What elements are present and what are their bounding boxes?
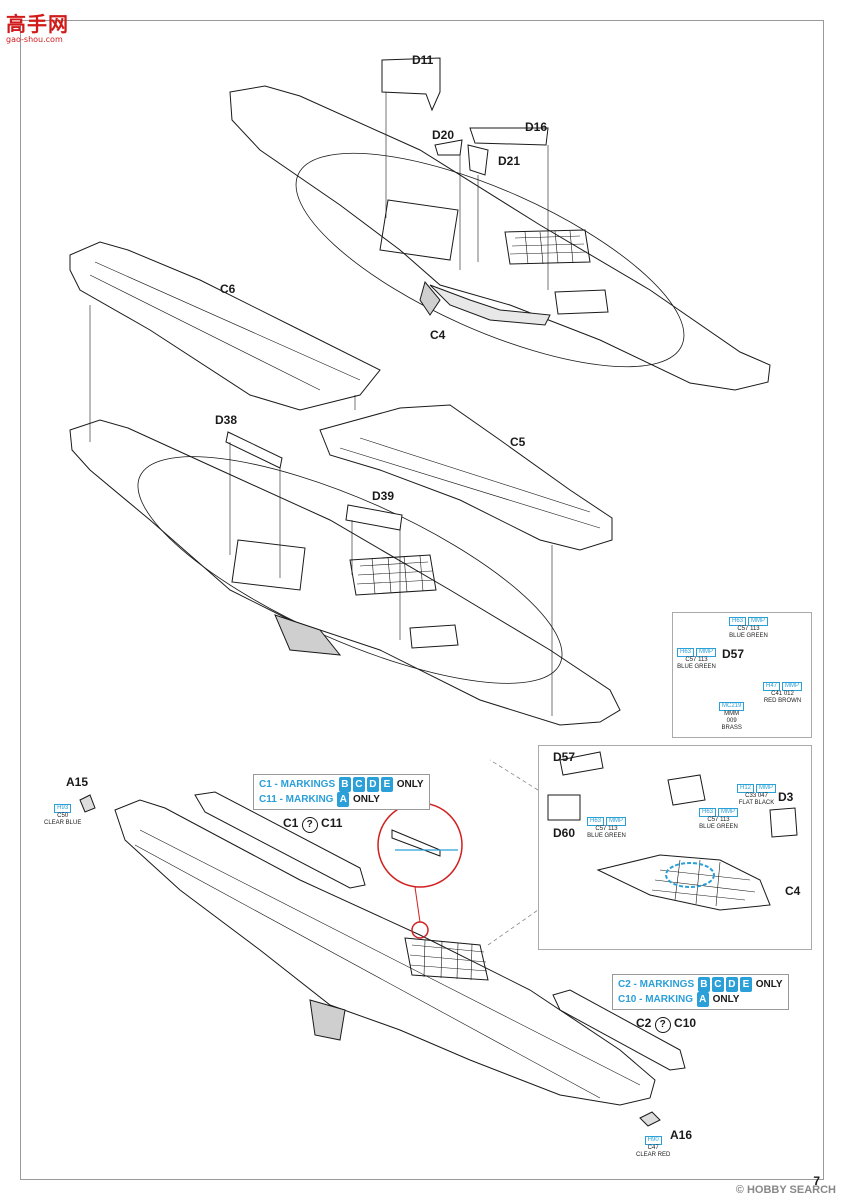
page-number: 7 (813, 1174, 820, 1188)
inset-d57 (672, 612, 812, 738)
label-c4-inset: C4 (785, 884, 801, 898)
label-d16: D16 (525, 120, 548, 134)
label-c6: C6 (220, 282, 236, 296)
label-d57: D57 (722, 647, 745, 661)
label-d38: D38 (215, 413, 238, 427)
note-c10: C10 - MARKING A ONLY (618, 992, 740, 1007)
site-logo-url: gao-shou.com (6, 35, 63, 44)
label-d20: D20 (432, 128, 455, 142)
label-c1-c11: C1 ? C11 (283, 816, 342, 833)
label-c5: C5 (510, 435, 526, 449)
site-logo[interactable]: 高手网 gao-shou.com (6, 8, 69, 44)
inset-cockpit (538, 745, 812, 950)
question-icon: ? (654, 1017, 671, 1033)
site-logo-title: 高手网 (6, 12, 69, 36)
label-c10: C10 (674, 1016, 697, 1030)
watermark: © HOBBY SEARCH (735, 1184, 836, 1196)
note-c11: C11 - MARKING A ONLY (259, 792, 380, 807)
label-c2-c10: C2 ? C10 (636, 1016, 696, 1033)
paint-clear-blue: H93 C50 CLEAR BLUE (44, 804, 82, 826)
label-d39: D39 (372, 489, 395, 503)
wing-c5 (319, 404, 613, 551)
label-c4-top: C4 (430, 328, 446, 342)
page-frame (20, 20, 824, 1180)
paint-brass: MC219 MMM 009 BRASS (718, 702, 745, 732)
wing-bottom-assembly (114, 799, 656, 1106)
flap-c1-c11 (194, 791, 366, 889)
label-d21: D21 (498, 154, 521, 168)
label-c2: C2 (636, 1016, 652, 1030)
wing-c6 (69, 241, 381, 411)
inset-detail-drawing (547, 751, 798, 911)
label-d60: D60 (553, 826, 576, 840)
label-d11: D11 (412, 53, 434, 67)
question-icon: ? (301, 817, 318, 833)
label-d57-b: D57 (553, 750, 576, 764)
label-c11: C11 (321, 816, 343, 830)
label-c1: C1 (283, 816, 299, 830)
label-a15: A15 (66, 775, 89, 789)
wing-lower-assembly (69, 419, 621, 726)
label-d3: D3 (778, 790, 794, 804)
upper-wing-top (229, 85, 771, 391)
flap-c2-c10 (552, 989, 686, 1071)
label-a16: A16 (670, 1128, 693, 1142)
paint-clear-red: H90 C47 CLEAR RED (636, 1136, 671, 1158)
